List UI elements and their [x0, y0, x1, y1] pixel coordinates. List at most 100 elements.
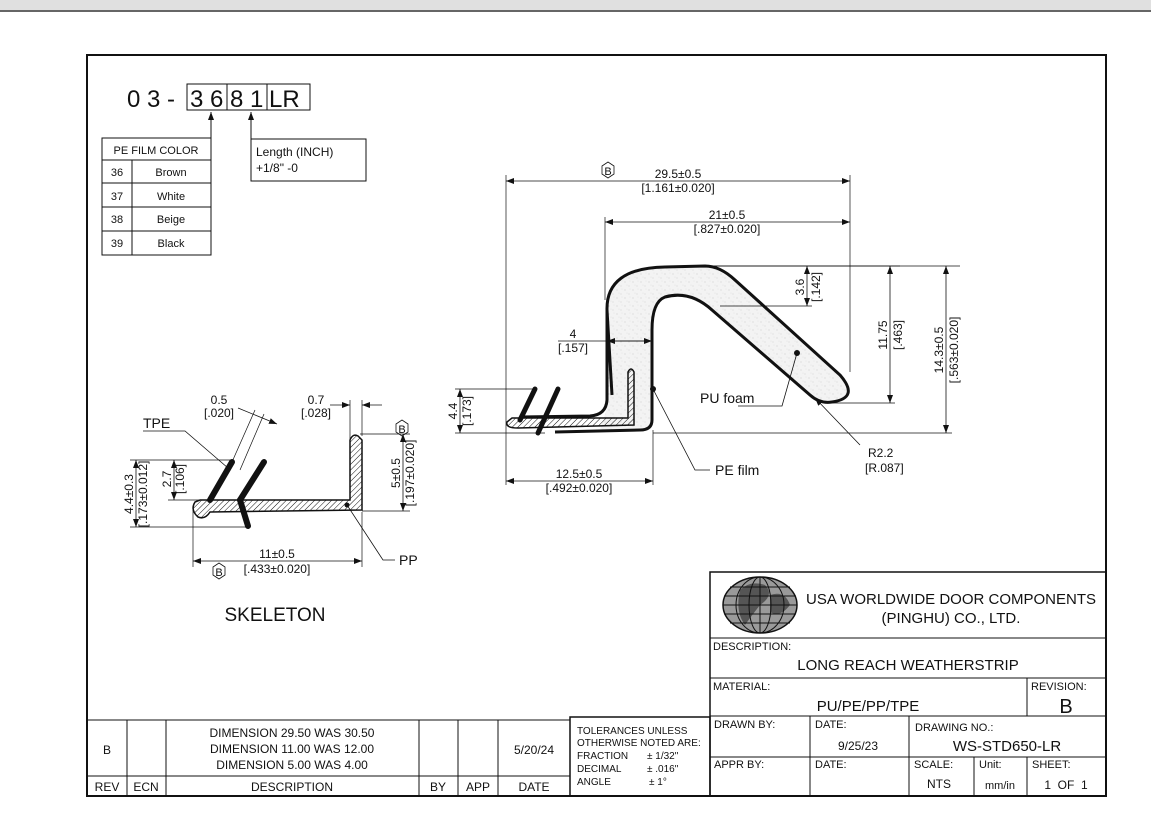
viewer-toolbar — [0, 0, 1151, 12]
pu-foam-fill — [600, 266, 849, 430]
fraction-value: ± 1/32" — [647, 751, 679, 762]
dim-overall-width: 29.5±0.5 — [655, 167, 702, 181]
scale-value: NTS — [927, 777, 951, 791]
unit-value: mm/in — [985, 780, 1015, 792]
rev-marker: B — [215, 567, 222, 579]
dim-height-bulb-in: [.463] — [891, 320, 905, 350]
dim-fin-thickness: 0.5 — [211, 393, 228, 407]
header-description: DESCRIPTION — [251, 780, 333, 794]
date-value: 9/25/23 — [838, 739, 878, 753]
revision-table: B DIMENSION 29.50 WAS 30.50 DIMENSION 11… — [86, 719, 571, 797]
dim-radius-in: [R.087] — [865, 461, 904, 475]
color-name: Beige — [157, 214, 185, 226]
tpe-fin — [517, 386, 538, 423]
color-table-header: PE FILM COLOR — [114, 145, 199, 157]
rev-description-line: DIMENSION 5.00 WAS 4.00 — [216, 758, 368, 772]
tolerances-line2: OTHERWISE NOTED ARE: — [577, 738, 701, 749]
drawing-no-value: WS-STD650-LR — [953, 738, 1062, 755]
rev-marker: B — [604, 166, 611, 178]
title-block: USA WORLDWIDE DOOR COMPONENTS (PINGHU) C… — [709, 571, 1107, 797]
company-name-line2: (PINGHU) CO., LTD. — [882, 610, 1021, 627]
color-name: White — [157, 191, 185, 203]
description-label: DESCRIPTION: — [713, 641, 791, 653]
dim-leg: 5±0.5 — [389, 458, 403, 488]
dim-height-total: 14.3±0.5 — [932, 326, 946, 373]
color-table: PE FILM COLOR 36 Brown 37 White 38 Beige… — [101, 137, 212, 256]
tpe-fin — [237, 459, 267, 503]
length-note-line1: Length (INCH) — [256, 145, 333, 159]
part-number-prefix: 0 3 - — [127, 86, 175, 113]
description-value: LONG REACH WEATHERSTRIP — [797, 657, 1018, 674]
dim-height-bulb: 11.75 — [876, 320, 890, 349]
drawing-no-label: DRAWING NO.: — [915, 722, 993, 734]
dim-fin-height-in: [.106] — [173, 464, 187, 494]
dim-fin-height: 4.4 — [446, 402, 460, 419]
company-name-line1: USA WORLDWIDE DOOR COMPONENTS — [806, 591, 1096, 608]
label-tpe: TPE — [143, 415, 170, 431]
dim-height-total-in: [.563±0.020] — [947, 317, 961, 384]
tolerances-line1: TOLERANCES UNLESS — [577, 726, 688, 737]
label-pe-film: PE film — [715, 462, 759, 478]
skeleton-title: SKELETON — [224, 605, 325, 626]
decimal-value: ± .016" — [647, 764, 679, 775]
dim-overall-width-in: [1.161±0.020] — [641, 181, 714, 195]
appr-date-label: DATE: — [815, 759, 847, 771]
part-number-suffix: LR — [269, 86, 300, 113]
dim-leg-in: [.197±0.020] — [403, 440, 417, 507]
tolerances-block: TOLERANCES UNLESS OTHERWISE NOTED ARE: F… — [569, 716, 711, 797]
dim-neck-in: [.157] — [558, 341, 588, 355]
dim-total-height: 4.4±0.3 — [122, 474, 136, 514]
dim-fin-height-in: [.173] — [460, 396, 474, 426]
label-pp: PP — [399, 552, 418, 568]
color-code: 37 — [111, 191, 123, 203]
dim-base: 12.5±0.5 — [556, 467, 603, 481]
part-number-length-code: 8 1 — [230, 86, 263, 113]
rev-date: 5/20/24 — [514, 743, 554, 757]
part-number: 0 3 - 3 6 8 1 LR — [127, 83, 311, 139]
tpe-fin — [535, 386, 561, 436]
header-by: BY — [430, 780, 446, 794]
color-name: Brown — [155, 167, 186, 179]
appr-by-label: APPR BY: — [714, 759, 764, 771]
dim-bulb-width-in: [.827±0.020] — [694, 222, 761, 236]
color-code: 38 — [111, 214, 123, 226]
length-note: Length (INCH) +1/8" -0 — [250, 138, 367, 182]
color-code: 39 — [111, 238, 123, 250]
dim-total-height-in: [.173±0.012] — [136, 461, 150, 528]
sheet-label: SHEET: — [1032, 759, 1071, 771]
globe-logo-icon — [722, 576, 798, 634]
dim-bulb-width: 21±0.5 — [709, 208, 746, 222]
revision-value: B — [1059, 696, 1072, 718]
color-name: Black — [158, 238, 185, 250]
header-ecn: ECN — [133, 780, 158, 794]
material-label: MATERIAL: — [713, 681, 770, 693]
pp-skeleton — [192, 434, 363, 519]
rev-description-line: DIMENSION 29.50 WAS 30.50 — [210, 726, 375, 740]
length-note-line2: +1/8" -0 — [256, 161, 298, 175]
dim-wall-thickness-in: [.028] — [301, 406, 331, 420]
dim-neck: 4 — [570, 327, 577, 341]
rev-marker: B — [398, 424, 405, 436]
header-rev: REV — [95, 780, 120, 794]
revision-label: REVISION: — [1031, 681, 1087, 693]
label-pu-foam: PU foam — [700, 390, 754, 406]
unit-label: Unit: — [979, 759, 1002, 771]
header-date: DATE — [518, 780, 549, 794]
material-value: PU/PE/PP/TPE — [817, 698, 920, 715]
dim-wall-in: [.142] — [809, 272, 823, 302]
dim-fin-thickness-in: [.020] — [204, 406, 234, 420]
dim-base-in: [.433±0.020] — [244, 562, 311, 576]
drawn-by-label: DRAWN BY: — [714, 719, 775, 731]
skeleton-view: TPE PP 0.5 [.020] 0.7 [.028] B 5±0.5 [.1… — [122, 393, 418, 626]
rev-description-line: DIMENSION 11.00 WAS 12.00 — [210, 742, 374, 756]
fraction-label: FRACTION — [577, 751, 628, 762]
date-label: DATE: — [815, 719, 847, 731]
sheet-value: 1 OF 1 — [1044, 778, 1088, 792]
dim-wall: 3.6 — [793, 278, 807, 295]
part-number-color-code: 3 6 — [190, 86, 223, 113]
pe-film-outline — [554, 264, 850, 434]
color-code: 36 — [111, 167, 123, 179]
main-profile-view: PU foam PE film R2.2 [R.087] B 29.5±0.5 … — [446, 161, 961, 495]
angle-label: ANGLE — [577, 777, 611, 788]
